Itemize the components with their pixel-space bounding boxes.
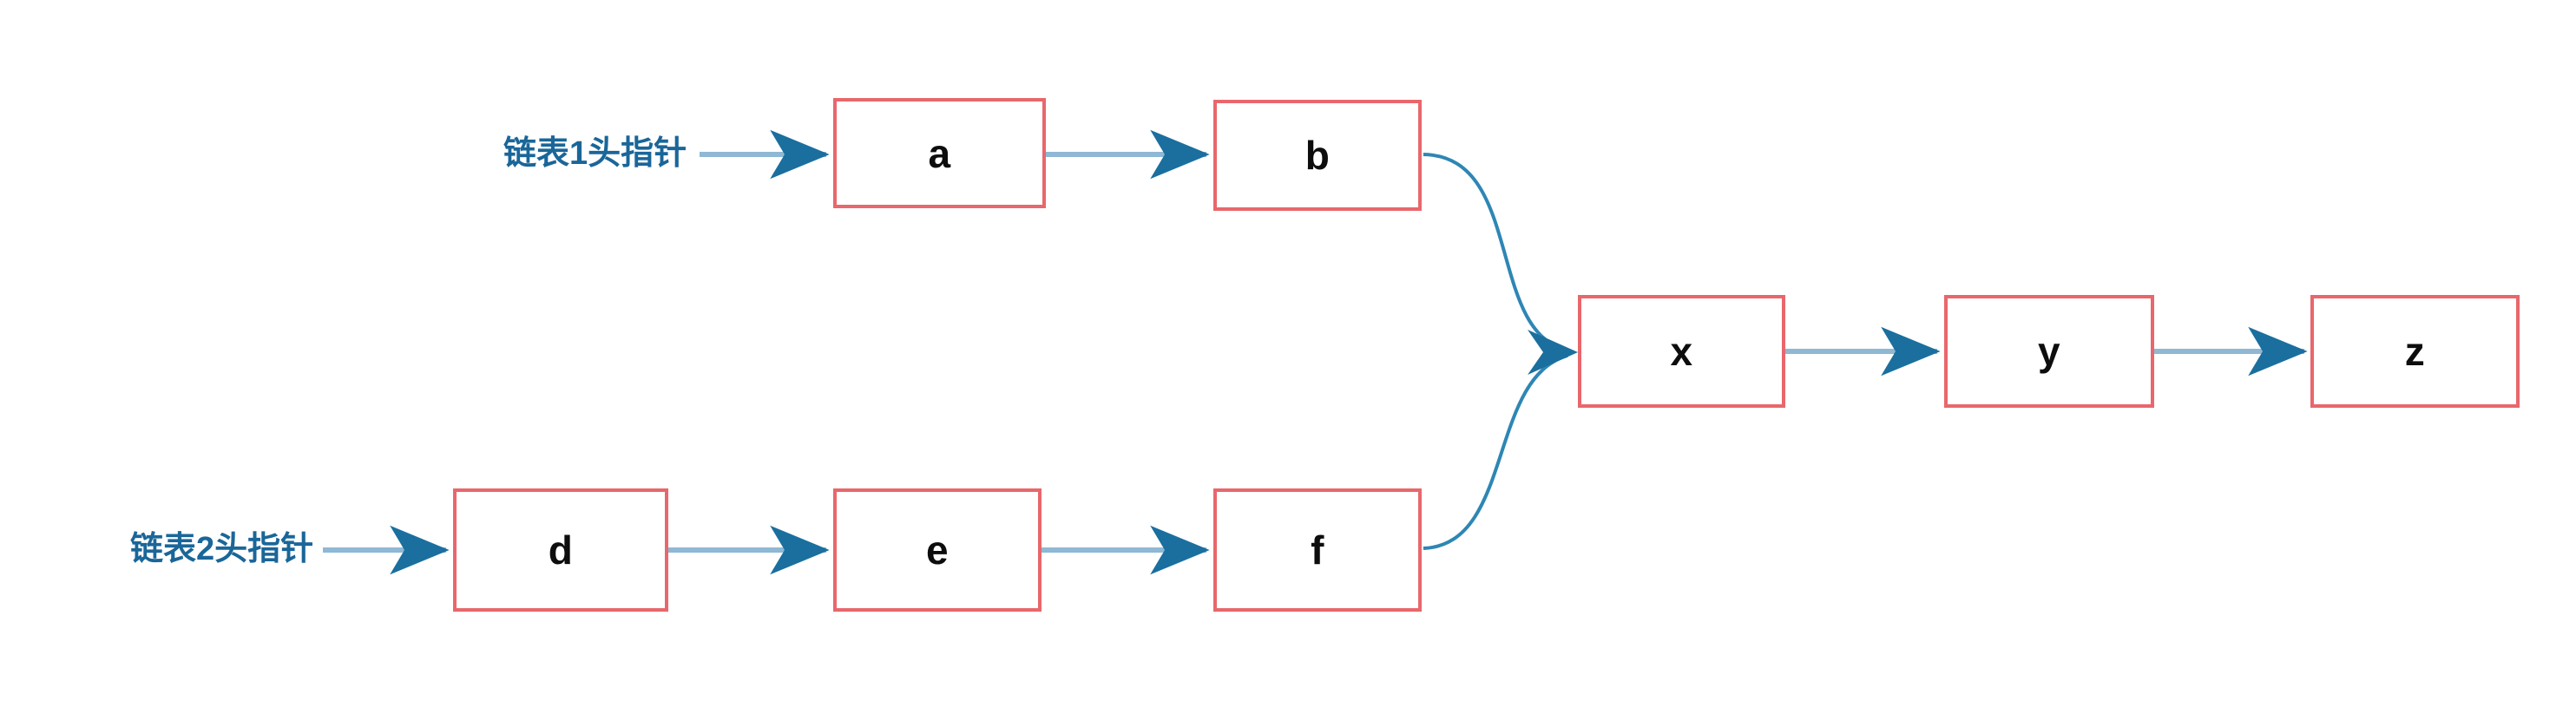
node-a[interactable]: a [833, 98, 1046, 208]
edge-b-to-x [1423, 153, 1568, 352]
node-e-label: e [925, 527, 950, 573]
node-f-label: f [1311, 527, 1324, 573]
node-a-label: a [928, 130, 951, 176]
node-z[interactable]: z [2310, 295, 2520, 408]
node-d-label: d [548, 527, 574, 573]
node-y[interactable]: y [1944, 295, 2154, 408]
node-b[interactable]: b [1213, 100, 1422, 211]
node-x-label: x [1670, 329, 1693, 374]
node-d[interactable]: d [453, 488, 668, 612]
pointer-label-head2: 链表2头指针 [130, 531, 314, 567]
node-z-label: z [2404, 329, 2426, 374]
node-e[interactable]: e [833, 488, 1042, 612]
merge-arrowhead-icon [1528, 330, 1578, 375]
node-y-label: y [2037, 329, 2061, 374]
edge-f-to-x [1423, 354, 1568, 550]
pointer-label-head1: 链表1头指针 [503, 135, 687, 172]
node-f[interactable]: f [1213, 488, 1422, 612]
node-b-label: b [1304, 133, 1331, 178]
node-x[interactable]: x [1578, 295, 1785, 408]
